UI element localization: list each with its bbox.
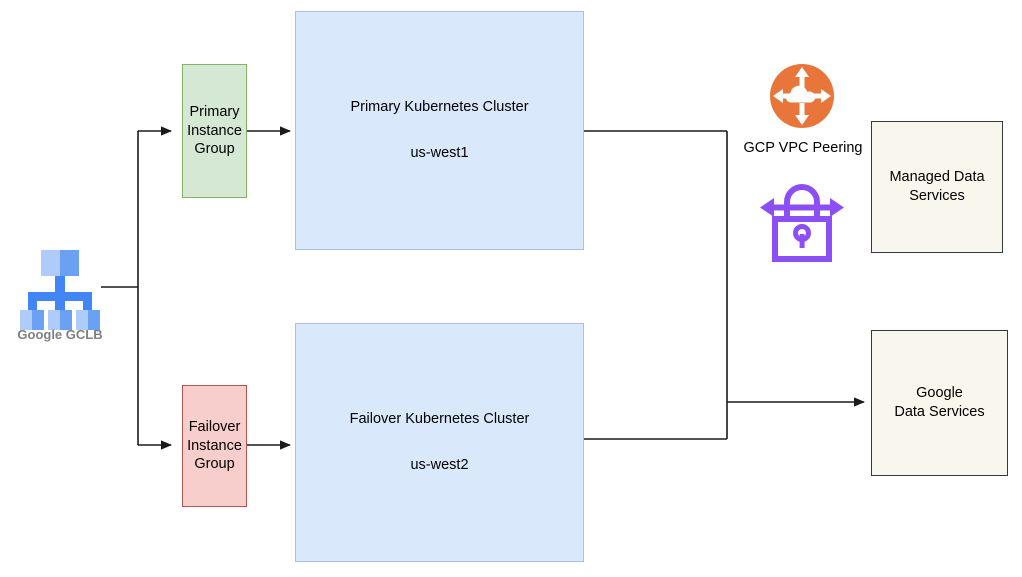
failover-instance-group-label-3: Group [194,456,235,473]
vpc-peering-label: GCP VPC Peering [743,140,863,156]
primary-instance-group-label-2: Instance [187,122,242,139]
primary-kubernetes-cluster-node[interactable]: Primary Kubernetes Cluster us-west1 [295,11,584,250]
vpc-peering-icon [768,62,836,135]
primary-cluster-title: Primary Kubernetes Cluster [350,99,529,116]
google-data-services-node[interactable]: Google Data Services [871,330,1008,476]
managed-data-services-label-2: Services [909,188,965,204]
google-data-services-label-2: Data Services [894,404,985,420]
primary-instance-group-label-3: Group [194,141,235,158]
managed-data-services-label-1: Managed Data [889,169,985,186]
primary-instance-group-label-1: Primary [189,104,240,121]
failover-cluster-title: Failover Kubernetes Cluster [349,411,530,428]
failover-instance-group-node[interactable]: Failover Instance Group [182,385,247,507]
managed-data-services-node[interactable]: Managed Data Services [871,121,1003,253]
google-cloud-load-balancer-icon [17,250,103,335]
gclb-label: Google GCLB [17,327,103,342]
google-data-services-label-1: Google [916,385,963,402]
failover-kubernetes-cluster-node[interactable]: Failover Kubernetes Cluster us-west2 [295,323,584,562]
primary-cluster-region: us-west1 [410,145,469,161]
primary-instance-group-node[interactable]: Primary Instance Group [182,64,247,198]
failover-instance-group-label-2: Instance [187,437,242,454]
failover-instance-group-label-1: Failover [188,419,241,436]
secure-tunnel-lock-icon [760,172,844,267]
failover-cluster-region: us-west2 [410,457,469,473]
